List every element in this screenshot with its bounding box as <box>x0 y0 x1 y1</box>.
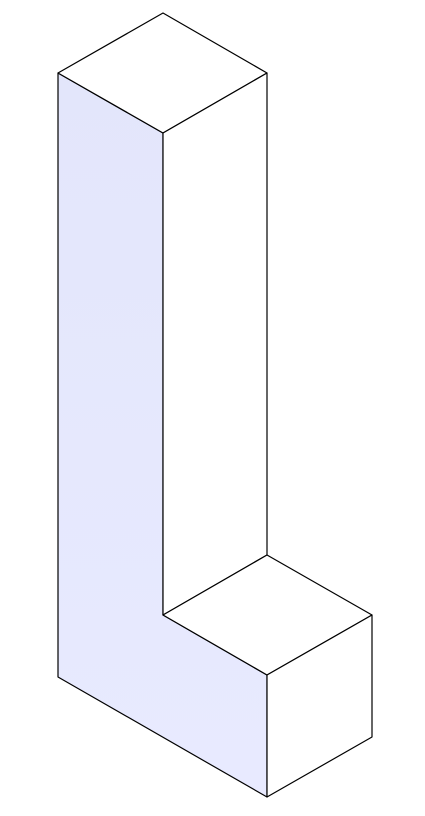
foot-front-face <box>266 614 373 798</box>
column-front-face <box>162 72 268 616</box>
